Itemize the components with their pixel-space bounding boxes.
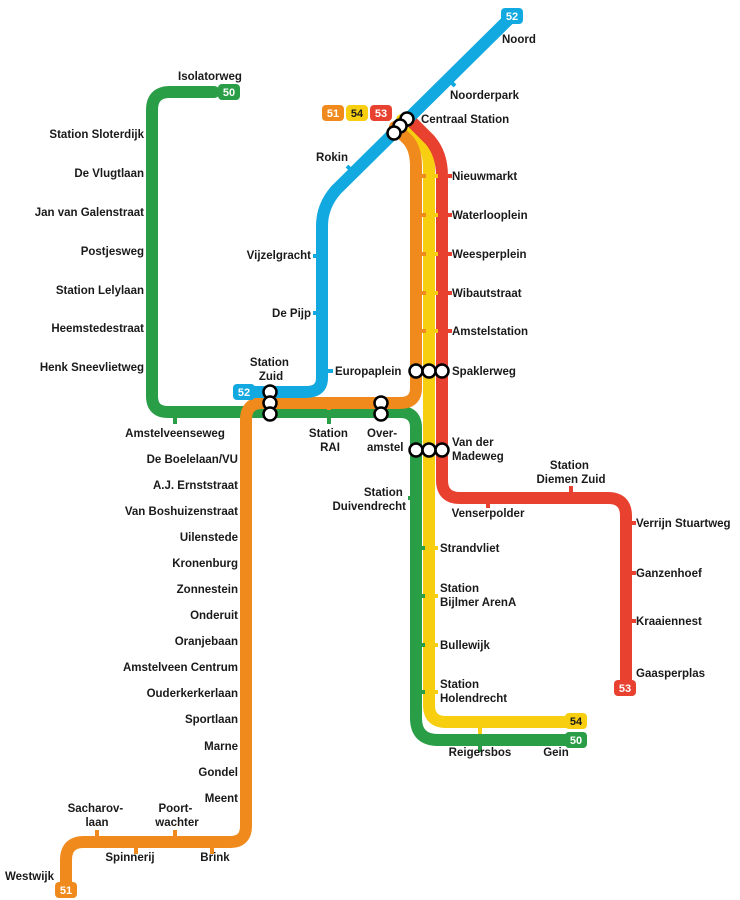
station-label-gein: Gein <box>543 747 569 759</box>
station-label-isolatorweg: Isolatorweg <box>178 71 242 83</box>
station-label-spaklerweg: Spaklerweg <box>452 366 516 378</box>
station-label-rokin: Rokin <box>316 152 348 164</box>
station-label-sportlaan: Sportlaan <box>185 714 238 726</box>
station-label-station-rai: Station RAI <box>309 428 351 454</box>
station-label-westwijk: Westwijk <box>5 871 55 883</box>
station-label-gaasperplas: Gaasperplas <box>636 668 705 680</box>
station-label-spinnerij: Spinnerij <box>105 852 154 864</box>
line-badge-51-centraal: 51 <box>322 105 344 121</box>
transfer-spaklerweg <box>408 363 450 379</box>
line-badge-52-noord: 52 <box>501 8 523 24</box>
svg-text:51: 51 <box>327 108 339 120</box>
station-label-heemstedestraat: Heemstedestraat <box>51 323 144 335</box>
station-tick <box>447 78 457 88</box>
svg-text:50: 50 <box>223 87 235 99</box>
station-label-amstelveen-centrum: Amstelveen Centrum <box>123 662 238 674</box>
station-label-kronenburg: Kronenburg <box>172 558 238 570</box>
station-label-station-zuid: Station Zuid <box>250 357 292 383</box>
station-label-strandvliet: Strandvliet <box>440 543 500 555</box>
station-label-ouderkerkerlaan: Ouderkerkerlaan <box>147 688 238 700</box>
svg-text:54: 54 <box>351 108 364 120</box>
station-label-station-lelylaan: Station Lelylaan <box>56 285 144 297</box>
transfer-overamstel <box>373 395 389 422</box>
station-label-vijzelgracht: Vijzelgracht <box>247 250 312 262</box>
station-label-noord: Noord <box>502 34 536 46</box>
station-label-station-diemen-zuid: Station Diemen Zuid <box>536 460 605 486</box>
station-label-marne: Marne <box>204 741 238 753</box>
station-label-gondel: Gondel <box>198 767 238 779</box>
station-label-weesperplein: Weesperplein <box>452 249 527 261</box>
station-label-brink: Brink <box>200 852 230 864</box>
station-ticks <box>95 78 636 854</box>
station-label-poortwachter: Poort- wachter <box>154 803 199 829</box>
station-label-station-duivendrecht: Station Duivendrecht <box>333 487 407 513</box>
station-label-waterlooplein: Waterlooplein <box>452 210 528 222</box>
svg-text:53: 53 <box>619 683 631 695</box>
station-label-venserpolder: Venserpolder <box>452 508 525 520</box>
station-label-onderuit: Onderuit <box>190 610 238 622</box>
station-label-jan-van-galenstraat: Jan van Galenstraat <box>35 207 144 219</box>
station-label-de-vlugtlaan: De Vlugtlaan <box>74 168 144 180</box>
station-label-ganzenhoef: Ganzenhoef <box>636 568 702 580</box>
line-54-path <box>396 114 578 728</box>
station-label-uilenstede: Uilenstede <box>180 532 238 544</box>
line-badge-50-isolatorweg: 50 <box>218 84 240 100</box>
line-badge-51-westwijk: 51 <box>55 882 77 898</box>
station-label-noorderpark: Noorderpark <box>450 90 520 102</box>
line-badge-53-centraal: 53 <box>370 105 392 121</box>
svg-text:53: 53 <box>375 108 387 120</box>
station-tick <box>345 164 355 174</box>
station-label-oranjebaan: Oranjebaan <box>175 636 238 648</box>
station-label-van-boshuizenstraat: Van Boshuizenstraat <box>125 506 238 518</box>
station-label-kraaiennest: Kraaiennest <box>636 616 702 628</box>
line-badge-53-gaasperplas: 53 <box>614 680 636 696</box>
station-label-station-sloterdijk: Station Sloterdijk <box>49 129 144 141</box>
station-label-overamstel: Over- amstel <box>367 428 403 454</box>
station-label-europaplein: Europaplein <box>335 366 401 378</box>
station-label-aj-ernststraat: A.J. Ernststraat <box>153 480 238 492</box>
station-label-meent: Meent <box>205 793 238 805</box>
station-label-wibautstraat: Wibautstraat <box>452 288 522 300</box>
station-label-van-der-madeweg: Van der Madeweg <box>452 437 504 463</box>
station-label-centraal-station: Centraal Station <box>421 114 509 126</box>
station-label-bullewijk: Bullewijk <box>440 640 490 652</box>
svg-text:54: 54 <box>570 716 583 728</box>
station-label-de-pijp: De Pijp <box>272 308 311 320</box>
svg-text:51: 51 <box>60 885 72 897</box>
station-label-nieuwmarkt: Nieuwmarkt <box>452 171 517 183</box>
station-label-zonnestein: Zonnestein <box>177 584 238 596</box>
line-53-path <box>402 112 632 690</box>
station-label-amstelstation: Amstelstation <box>452 326 528 338</box>
station-label-henk-sneevlietweg: Henk Sneevlietweg <box>40 362 144 374</box>
transfer-van-der-madeweg <box>408 442 450 458</box>
line-badge-54-centraal: 54 <box>346 105 368 121</box>
station-label-amstelveenseweg: Amstelveenseweg <box>125 428 225 440</box>
svg-text:52: 52 <box>238 387 250 399</box>
station-label-station-bijlmer-arena: Station Bijlmer ArenA <box>440 583 516 609</box>
transfer-station-zuid <box>262 384 278 422</box>
line-52-path <box>244 12 516 398</box>
line-badge-52-zuid: 52 <box>233 384 255 400</box>
svg-text:52: 52 <box>506 11 518 23</box>
station-label-sacharovlaan: Sacharov- laan <box>68 803 127 829</box>
line-50-path <box>146 86 578 746</box>
station-label-postjesweg: Postjesweg <box>81 246 144 258</box>
line-badge-50-gein: 50 <box>565 732 587 748</box>
line-badge-54-gein: 54 <box>565 713 587 729</box>
station-label-verrijn-stuartweg: Verrijn Stuartweg <box>636 518 731 530</box>
station-label-station-holendrecht: Station Holendrecht <box>440 679 507 705</box>
line-51-path <box>60 121 422 894</box>
station-label-reigersbos: Reigersbos <box>449 747 512 759</box>
transfer-centraal-station <box>386 111 415 141</box>
station-label-de-boelelaan-vu: De Boelelaan/VU <box>147 454 238 466</box>
svg-text:50: 50 <box>570 735 582 747</box>
